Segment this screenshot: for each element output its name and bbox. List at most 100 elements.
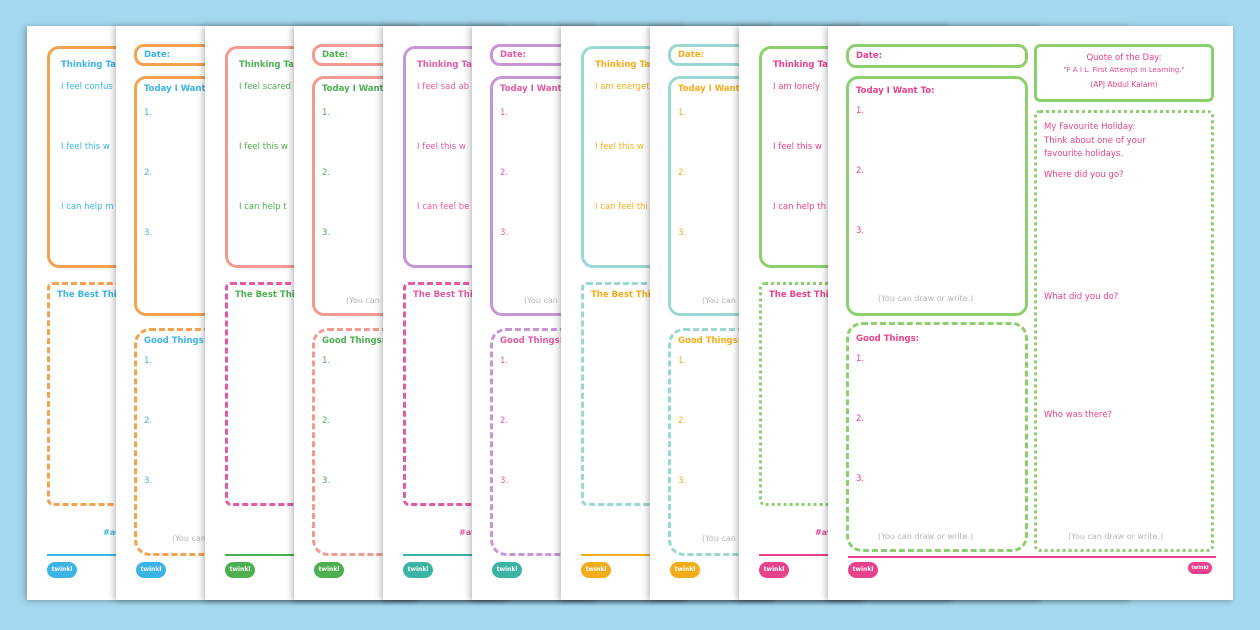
good-things-box bbox=[846, 322, 1028, 552]
draw-hint: (You can bbox=[524, 296, 558, 305]
good-number-1: 1. bbox=[856, 354, 865, 364]
good-number-1: 1. bbox=[500, 356, 509, 366]
thinking-line-1: I am energet bbox=[595, 82, 650, 92]
draw-hint-bottom: (You can bbox=[702, 534, 736, 543]
good-number-3: 3. bbox=[678, 476, 687, 486]
date-label: Date: bbox=[144, 50, 171, 60]
quote-box bbox=[1034, 44, 1214, 102]
good-number-1: 1. bbox=[678, 356, 687, 366]
best-thing-label: The Best Thing bbox=[769, 290, 841, 300]
best-thing-label: The Best Thing bbox=[413, 290, 485, 300]
thinking-line-3: I can help m bbox=[61, 202, 114, 212]
today-label: Today I Want To: bbox=[500, 84, 579, 94]
hashtag: #at bbox=[815, 528, 831, 537]
footer-line bbox=[848, 556, 1216, 558]
today-number-2: 2. bbox=[144, 168, 153, 178]
thinking-line-1: I feel scared bbox=[239, 82, 291, 92]
today-number-1: 1. bbox=[678, 108, 687, 118]
good-things-label: Good Things: bbox=[322, 336, 386, 346]
today-number-2: 2. bbox=[500, 168, 509, 178]
quote-text: "F A I L. First Attempt In Learning." bbox=[1063, 66, 1185, 74]
hashtag: #at bbox=[103, 528, 119, 537]
thinking-label: Thinking Ta bbox=[595, 60, 650, 70]
thinking-line-1: I feel confus bbox=[61, 82, 113, 92]
thinking-label: Thinking Ta bbox=[773, 60, 828, 70]
today-number-1: 1. bbox=[144, 108, 153, 118]
today-number-3: 3. bbox=[856, 226, 865, 236]
today-number-2: 2. bbox=[678, 168, 687, 178]
good-number-3: 3. bbox=[322, 476, 331, 486]
best-thing-label: The Best Thing bbox=[235, 290, 307, 300]
worksheet-front[interactable]: Date: Quote of the Day: "F A I L. First … bbox=[828, 26, 1233, 600]
today-draw-hint: (You can draw or write.) bbox=[878, 294, 974, 303]
today-label: Today I Want To: bbox=[322, 84, 401, 94]
best-thing-label: The Best Thing bbox=[57, 290, 129, 300]
today-number-1: 1. bbox=[856, 106, 865, 116]
draw-hint: (You can bbox=[702, 296, 736, 305]
twinkl-logo: twinkl bbox=[670, 562, 700, 578]
quote-author: (APJ Abdul Kalam) bbox=[1090, 80, 1158, 89]
holiday-line-2: favourite holidays. bbox=[1044, 149, 1124, 159]
twinkl-logo-small: twinkl bbox=[1188, 562, 1212, 574]
twinkl-logo: twinkl bbox=[492, 562, 522, 578]
twinkl-logo: twinkl bbox=[225, 562, 255, 578]
draw-hint: (You can bbox=[346, 296, 380, 305]
today-label: Today I Want To: bbox=[678, 84, 757, 94]
date-label: Date: bbox=[500, 50, 527, 60]
twinkl-logo: twinkl bbox=[581, 562, 611, 578]
good-things-label: Good Things: bbox=[678, 336, 742, 346]
holiday-question-1: Where did you go? bbox=[1044, 170, 1124, 180]
thinking-label: Thinking Ta bbox=[61, 60, 116, 70]
thinking-line-2: I feel this w bbox=[595, 142, 644, 152]
good-number-3: 3. bbox=[500, 476, 509, 486]
draw-hint: (You can bbox=[172, 534, 206, 543]
today-box bbox=[846, 76, 1028, 316]
thinking-line-3: I can feel be bbox=[417, 202, 470, 212]
today-label: Today I Want To: bbox=[144, 84, 223, 94]
today-number-3: 3. bbox=[678, 228, 687, 238]
twinkl-logo: twinkl bbox=[848, 562, 878, 578]
holiday-draw-hint: (You can draw or write.) bbox=[1068, 532, 1164, 541]
thinking-line-2: I feel this w bbox=[239, 142, 288, 152]
good-number-2: 2. bbox=[856, 414, 865, 424]
good-things-label: Good Things: bbox=[144, 336, 208, 346]
good-draw-hint: (You can draw or write.) bbox=[878, 532, 974, 541]
hashtag: #at bbox=[459, 528, 475, 537]
date-box bbox=[846, 44, 1028, 68]
today-label: Today I Want To: bbox=[856, 86, 935, 96]
good-number-1: 1. bbox=[322, 356, 331, 366]
good-number-2: 2. bbox=[322, 416, 331, 426]
good-things-label: Good Things: bbox=[500, 336, 564, 346]
thinking-line-3: I can help th bbox=[773, 202, 826, 212]
holiday-line-1: Think about one of your bbox=[1044, 136, 1146, 146]
twinkl-logo: twinkl bbox=[314, 562, 344, 578]
date-label: Date: bbox=[678, 50, 705, 60]
twinkl-logo: twinkl bbox=[136, 562, 166, 578]
twinkl-logo: twinkl bbox=[47, 562, 77, 578]
thinking-line-3: I can feel thi bbox=[595, 202, 648, 212]
good-number-2: 2. bbox=[500, 416, 509, 426]
holiday-question-3: Who was there? bbox=[1044, 410, 1112, 420]
thinking-line-2: I feel this w bbox=[417, 142, 466, 152]
thinking-line-1: I am lonely bbox=[773, 82, 820, 92]
today-number-3: 3. bbox=[322, 228, 331, 238]
today-number-2: 2. bbox=[856, 166, 865, 176]
thinking-label: Thinking Ta bbox=[239, 60, 294, 70]
good-number-2: 2. bbox=[678, 416, 687, 426]
date-label: Date: bbox=[856, 51, 883, 61]
good-things-label: Good Things: bbox=[856, 334, 920, 344]
good-number-3: 3. bbox=[856, 474, 865, 484]
thinking-line-1: I feel sad ab bbox=[417, 82, 470, 92]
twinkl-logo: twinkl bbox=[403, 562, 433, 578]
thinking-label: Thinking Ta bbox=[417, 60, 472, 70]
today-number-1: 1. bbox=[322, 108, 331, 118]
today-number-1: 1. bbox=[500, 108, 509, 118]
good-number-1: 1. bbox=[144, 356, 153, 366]
today-number-2: 2. bbox=[322, 168, 331, 178]
holiday-question-2: What did you do? bbox=[1044, 292, 1119, 302]
twinkl-logo: twinkl bbox=[759, 562, 789, 578]
today-number-3: 3. bbox=[500, 228, 509, 238]
quote-title: Quote of the Day: bbox=[1086, 53, 1162, 63]
good-number-3: 3. bbox=[144, 476, 153, 486]
holiday-title: My Favourite Holiday: bbox=[1044, 122, 1136, 132]
